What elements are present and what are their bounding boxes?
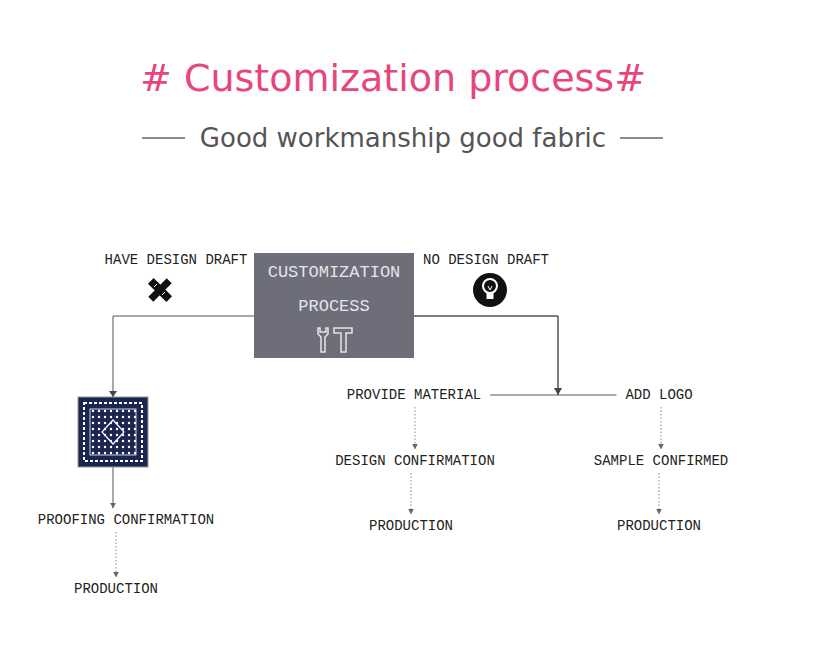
junction-arrowhead [554, 388, 562, 395]
branch-label: NO DESIGN DRAFT [423, 252, 549, 268]
step-node: PRODUCTION [366, 517, 456, 535]
step-node: ADD LOGO [622, 386, 695, 404]
arrowhead-mark [109, 391, 117, 397]
flow-connector [658, 473, 659, 514]
step-text: PRODUCTION [617, 518, 701, 534]
step-text: ADD LOGO [625, 387, 692, 403]
step-text: PROVIDE MATERIAL [347, 387, 481, 403]
branch-label: HAVE DESIGN DRAFT [105, 252, 248, 268]
step-node: DESIGN CONFIRMATION [332, 452, 498, 470]
flow-connector [660, 407, 661, 449]
process-box: CUSTOMIZATION PROCESS [254, 253, 414, 358]
flow-connector [414, 316, 558, 395]
step-node: SAMPLE CONFIRMED [591, 452, 731, 470]
page-title: # Customization process# [140, 56, 646, 100]
flow-connector [414, 316, 616, 395]
step-node: PROOFING CONFIRMATION [35, 511, 217, 529]
step-text: PRODUCTION [74, 581, 158, 597]
step-node: PROVIDE MATERIAL [344, 386, 484, 404]
subtitle: Good workmanship good fabric [200, 123, 606, 153]
step-text: PROOFING CONFIRMATION [38, 512, 214, 528]
flow-connector [115, 532, 116, 577]
pencil-ruler-icon [148, 278, 172, 302]
process-title: CUSTOMIZATION PROCESS [262, 256, 406, 324]
lightbulb-icon [473, 273, 507, 307]
flow-connector [410, 473, 411, 514]
step-text: SAMPLE CONFIRMED [594, 453, 728, 469]
step-node: PRODUCTION [614, 517, 704, 535]
bandana-image [78, 397, 148, 467]
step-node: PRODUCTION [71, 580, 161, 598]
step-text: DESIGN CONFIRMATION [335, 453, 495, 469]
step-text: PRODUCTION [369, 518, 453, 534]
flow-connector [414, 407, 415, 449]
